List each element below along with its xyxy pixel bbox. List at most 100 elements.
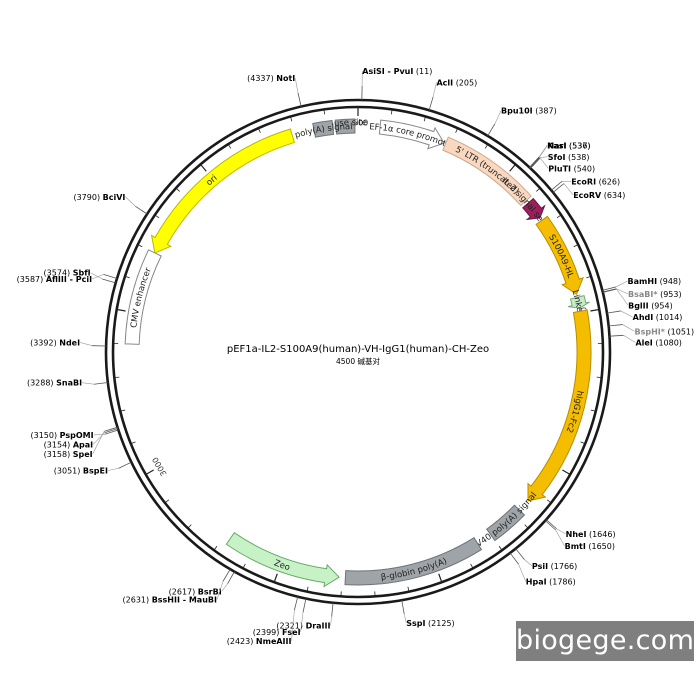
site-label: (3790) BciVI bbox=[73, 193, 125, 202]
site-afliii-pcii[interactable]: (3587) AflIII - PciI bbox=[17, 274, 118, 284]
site-snabi[interactable]: (3288) SnaBI bbox=[27, 379, 108, 388]
site-bsabi[interactable]: BsaBI* (953) bbox=[602, 288, 682, 299]
site-nmeaiii[interactable]: (2423) NmeAIII bbox=[227, 596, 299, 646]
site-marker bbox=[222, 568, 231, 582]
scale-tick bbox=[243, 563, 246, 568]
site-bspei[interactable]: (3051) BspEI bbox=[54, 461, 132, 476]
site-sfoi[interactable]: SfoI (538) bbox=[529, 153, 590, 169]
site-label: AleI (1080) bbox=[635, 339, 682, 348]
site-spei[interactable]: (3158) SpeI bbox=[44, 426, 118, 459]
site-label: PsiI (1766) bbox=[532, 562, 577, 571]
site-label: (3587) AflIII - PciI bbox=[17, 275, 92, 284]
site-pluti[interactable]: PluTI (540) bbox=[530, 157, 596, 173]
site-leader bbox=[518, 563, 527, 582]
site-label: (3392) NdeI bbox=[30, 338, 80, 347]
site-leader bbox=[556, 528, 566, 535]
site-sbfi[interactable]: (3574) SbfI bbox=[44, 269, 116, 284]
site-bmti[interactable]: BmtI (1650) bbox=[545, 520, 615, 551]
site-ahdi[interactable]: AhdI (1014) bbox=[606, 310, 682, 322]
site-sspi[interactable]: SspI (2125) bbox=[401, 600, 455, 628]
feature-5-ltr-truncated[interactable]: 5' LTR (truncated) bbox=[402, 130, 552, 237]
site-ecori[interactable]: EcoRI (626) bbox=[551, 178, 620, 191]
feature-shape bbox=[527, 309, 592, 502]
site-marker bbox=[529, 157, 540, 169]
site-leader bbox=[432, 82, 437, 97]
feature-label: pause site bbox=[323, 117, 367, 130]
site-asisi-pvui[interactable]: AsiSI - PvuI (11) bbox=[361, 67, 432, 101]
site-label: (2399) FseI bbox=[253, 628, 301, 637]
feature-shape bbox=[312, 119, 335, 138]
site-label: BmtI (1650) bbox=[565, 542, 615, 551]
site-ndei[interactable]: (3392) NdeI bbox=[30, 338, 107, 347]
feature-sv40-poly-a-signal[interactable]: SV40 poly(A) signal bbox=[433, 457, 558, 565]
scale-tick bbox=[580, 441, 585, 444]
site-hpai[interactable]: HpaI (1786) bbox=[509, 552, 576, 587]
site-bsshii-maubi[interactable]: (2631) BssHII - MauBI bbox=[123, 568, 231, 605]
site-draiii[interactable]: (2321) DraIII bbox=[276, 602, 334, 631]
site-marker bbox=[608, 324, 623, 327]
scale-tick bbox=[228, 144, 232, 149]
site-leader bbox=[616, 288, 629, 306]
site-leader bbox=[539, 156, 548, 158]
plasmid-backbone bbox=[104, 98, 612, 606]
scale-tick bbox=[391, 110, 393, 115]
site-leader bbox=[91, 274, 104, 280]
site-bsrbi[interactable]: (2617) BsrBI bbox=[169, 571, 235, 597]
site-label: (3158) SpeI bbox=[44, 450, 93, 459]
site-label: SfoI (538) bbox=[548, 153, 590, 162]
site-bamhi[interactable]: BamHI (948) bbox=[602, 277, 681, 291]
scale-tick bbox=[165, 499, 170, 503]
feature-ori[interactable]: ori bbox=[139, 127, 336, 295]
site-label: AclI (205) bbox=[436, 78, 477, 87]
site-leader bbox=[620, 310, 633, 318]
tick-label-4500: 4500 bbox=[348, 119, 368, 128]
feature-shape bbox=[535, 215, 584, 296]
site-leader bbox=[623, 335, 636, 343]
site-nhei[interactable]: NheI (1646) bbox=[545, 519, 616, 539]
feature-il-2-signal-sequence[interactable]: IL-2 signal sequence bbox=[470, 156, 574, 285]
site-leader bbox=[539, 145, 548, 158]
site-alei[interactable]: AleI (1080) bbox=[609, 334, 682, 348]
site-leader bbox=[90, 272, 103, 280]
site-leader bbox=[403, 613, 407, 623]
scale-tick bbox=[258, 128, 261, 133]
site-leader bbox=[82, 382, 94, 385]
site-bpu10i[interactable]: Bpu10I (387) bbox=[487, 107, 557, 137]
site-leader bbox=[79, 342, 93, 346]
site-leader bbox=[221, 583, 228, 592]
site-marker bbox=[401, 600, 405, 615]
site-label: BsaBI* (953) bbox=[628, 290, 682, 299]
scale-tick bbox=[125, 276, 130, 279]
scale-tick bbox=[407, 586, 410, 591]
scale-tick bbox=[188, 524, 192, 528]
site-bcivi[interactable]: (3790) BciVI bbox=[73, 193, 148, 215]
feature-zeo[interactable]: Zeo bbox=[196, 509, 384, 588]
site-leader bbox=[524, 559, 533, 567]
feature-pause-site[interactable]: pause site bbox=[262, 117, 430, 143]
site-marker bbox=[551, 180, 563, 191]
site-psii[interactable]: PsiI (1766) bbox=[515, 548, 578, 571]
site-acli[interactable]: AclI (205) bbox=[428, 78, 477, 111]
site-bglii[interactable]: BglII (954) bbox=[602, 288, 673, 310]
site-bsphi[interactable]: BspHI* (1051) bbox=[608, 324, 694, 337]
site-leader bbox=[216, 581, 224, 600]
scale-tick bbox=[423, 117, 426, 122]
scale-tick bbox=[176, 188, 180, 192]
backbone-inner-circle bbox=[111, 105, 605, 599]
feature-label: poly(A) signal bbox=[294, 122, 353, 141]
scale-tick bbox=[438, 573, 443, 582]
scale-tick bbox=[470, 563, 473, 568]
site-marker bbox=[515, 548, 525, 560]
site-noti[interactable]: (4337) NotI bbox=[247, 74, 302, 107]
feature-shape bbox=[344, 537, 483, 586]
site-leader bbox=[125, 196, 136, 207]
scale-tick bbox=[138, 244, 143, 248]
scale-tick bbox=[484, 144, 488, 149]
scale-tick bbox=[214, 545, 218, 550]
site-fsei[interactable]: (2399) FseI bbox=[253, 598, 307, 637]
site-ecorv[interactable]: EcoRV (634) bbox=[552, 183, 625, 200]
site-marker bbox=[487, 123, 496, 137]
backbone-outer-circle bbox=[104, 98, 612, 606]
site-label: HpaI (1786) bbox=[526, 578, 576, 587]
feature-s100a9-hl[interactable]: S100A9-HL bbox=[512, 187, 584, 339]
